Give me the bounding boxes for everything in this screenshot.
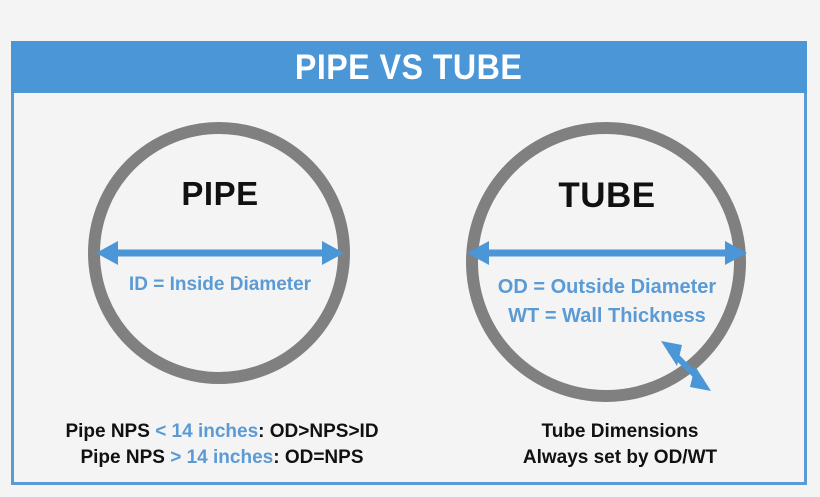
pipe-arrow-layer [96, 241, 344, 265]
tube-footnote-line-2: Always set by OD/WT [522, 447, 718, 468]
pipe-shape-label: PIPE [181, 175, 259, 212]
pipe-footnote: Pipe NPS < 14 inches: OD>NPS>ID Pipe NPS… [22, 419, 422, 471]
arrow-head-right [725, 241, 747, 265]
arrow-head-left [467, 241, 489, 265]
inside-diameter-arrow [96, 241, 344, 265]
tube-footnote-line-1: Tube Dimensions [541, 421, 699, 442]
tube-footnote: Tube Dimensions Always set by OD/WT [455, 419, 785, 471]
tube-caption-wall-thickness: WT = Wall Thickness [508, 305, 706, 327]
pipe-caption: ID = Inside Diameter [128, 274, 312, 295]
arrow-head-left [96, 241, 118, 265]
tube-arrow-layer [467, 241, 747, 391]
pipe-footnote-l1-suffix: : OD>NPS>ID [258, 421, 379, 442]
wall-thickness-arrow [661, 341, 711, 391]
tube-shape-label: TUBE [558, 176, 656, 215]
title-banner: PIPE VS TUBE [11, 41, 807, 93]
pipe-footnote-l2-highlight: > 14 inches [170, 447, 274, 468]
wall-arrow-head-upper [661, 341, 682, 366]
page-title: PIPE VS TUBE [295, 47, 523, 87]
wall-arrow-head-lower [690, 366, 711, 391]
pipe-diagram: PIPE ID = Inside Diameter [84, 110, 356, 400]
pipe-footnote-l1-highlight: < 14 inches [155, 421, 259, 442]
pipe-footnote-line-1: Pipe NPS < 14 inches: OD>NPS>ID [22, 419, 422, 445]
arrow-head-right [322, 241, 344, 265]
tube-caption-outside-diameter: OD = Outside Diameter [497, 276, 717, 298]
tube-diagram: TUBE OD = Outside Diameter WT = Wall Thi… [462, 110, 752, 402]
pipe-footnote-l1-prefix: Pipe NPS [65, 421, 156, 442]
pipe-footnote-l2-suffix: : OD=NPS [273, 447, 364, 468]
pipe-footnote-line-2: Pipe NPS > 14 inches: OD=NPS [22, 445, 422, 471]
outside-diameter-arrow [467, 241, 747, 265]
pipe-footnote-l2-prefix: Pipe NPS [80, 447, 171, 468]
